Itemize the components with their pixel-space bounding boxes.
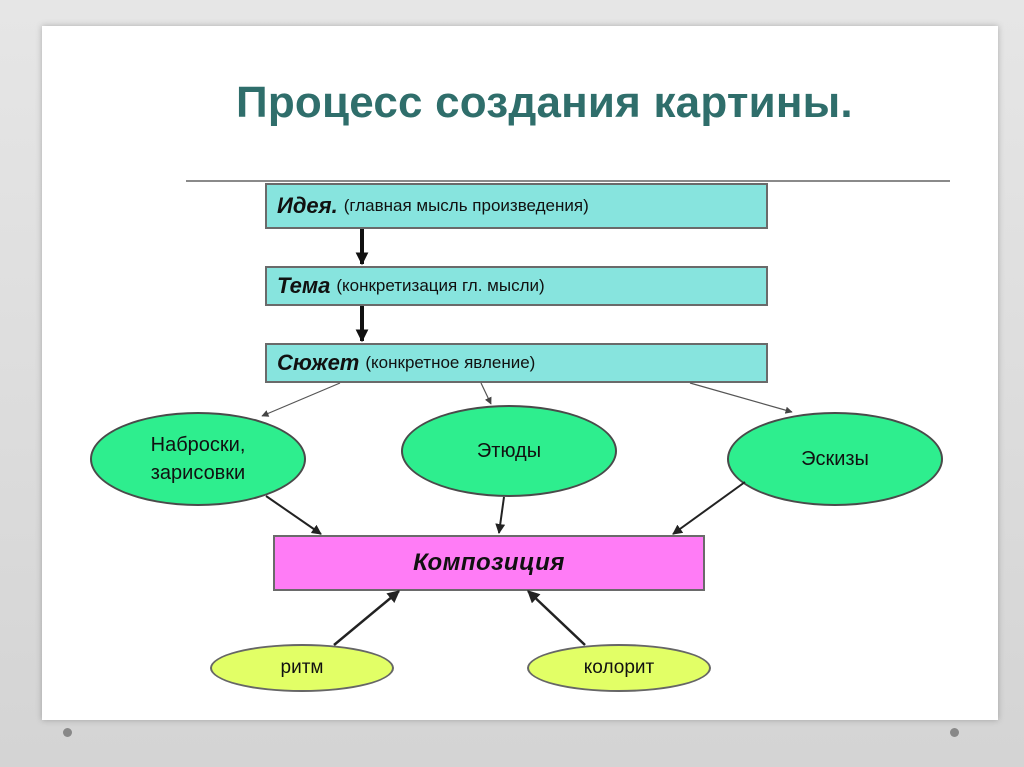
theme-box: Тема (конкретизация гл. мысли) bbox=[265, 266, 768, 306]
composition-box: Композиция bbox=[273, 535, 705, 591]
sketches-ellipse: Наброски, зарисовки bbox=[90, 412, 306, 506]
etudes-ellipse: Этюды bbox=[401, 405, 617, 497]
drafts-label: Эскизы bbox=[801, 448, 869, 470]
arrow-coloring-to-composition bbox=[527, 590, 586, 646]
plot-box: Сюжет (конкретное явление) bbox=[265, 343, 768, 383]
etudes-label: Этюды bbox=[476, 440, 542, 462]
title-divider bbox=[186, 180, 950, 182]
slide-corner-dot bbox=[950, 728, 959, 737]
rhythm-label: ритм bbox=[280, 657, 324, 678]
sketches-label-line1: Наброски, bbox=[150, 434, 246, 456]
arrow-plot-to-sketches bbox=[261, 382, 341, 417]
sketches-label-line2: зарисовки bbox=[150, 462, 246, 484]
arrow-sketches-to-composition bbox=[265, 495, 322, 535]
arrow-plot-to-etudes bbox=[480, 382, 492, 405]
idea-note: (главная мысль произведения) bbox=[343, 196, 589, 215]
plot-label: Сюжет bbox=[277, 350, 360, 375]
idea-label: Идея. bbox=[277, 193, 338, 218]
arrow-rhythm-to-composition bbox=[333, 590, 400, 646]
theme-note: (конкретизация гл. мысли) bbox=[336, 276, 545, 295]
coloring-ellipse: колорит bbox=[527, 644, 711, 692]
slide-corner-dot bbox=[63, 728, 72, 737]
plot-note: (конкретное явление) bbox=[365, 353, 536, 372]
theme-label: Тема bbox=[277, 273, 331, 298]
rhythm-ellipse: ритм bbox=[210, 644, 394, 692]
coloring-label: колорит bbox=[583, 657, 655, 678]
arrow-etudes-to-composition bbox=[495, 496, 506, 534]
arrow-plot-to-drafts bbox=[689, 382, 793, 414]
arrow-drafts-to-composition bbox=[672, 481, 746, 535]
idea-box: Идея. (главная мысль произведения) bbox=[265, 183, 768, 229]
slide-title: Процесс создания картины. bbox=[236, 78, 853, 127]
drafts-ellipse: Эскизы bbox=[727, 412, 943, 506]
